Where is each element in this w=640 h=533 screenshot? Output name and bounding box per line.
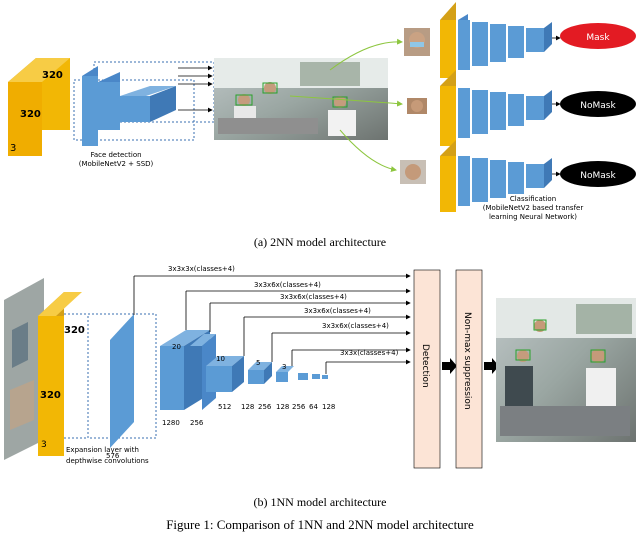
face-detection-subtitle: (MobileNetV2 + SSD) [79, 160, 154, 168]
bottom-input-width-label: 320 [64, 325, 85, 336]
prediction-conv-labels: 3x3x3x(classes+4) 3x3x6x(classes+4) 3x3x… [168, 265, 399, 357]
panel-b: 320 320 3 576 Expansion layer with depth… [4, 265, 636, 509]
input-width-label: 320 [42, 70, 63, 81]
crop-arrows [289, 38, 403, 172]
svg-text:3x3x6x(classes+4): 3x3x6x(classes+4) [322, 322, 389, 330]
svg-text:3x3x6x(classes+4): 3x3x6x(classes+4) [304, 307, 371, 315]
output-nomask-1-label: NoMask [580, 101, 616, 111]
face-crops [400, 28, 430, 184]
arrow-detection-to-nms [442, 358, 457, 374]
classification-label: Classification (MobileNetV2 based transf… [483, 195, 584, 221]
feature-size-10: 10 [216, 355, 225, 363]
ssd-feature-maps: 20 10 5 3 [160, 330, 328, 410]
detection-label: Detection [420, 344, 430, 388]
output-photo [496, 298, 636, 442]
svg-text:256: 256 [190, 419, 204, 427]
figure-caption: Figure 1: Comparison of 1NN and 2NN mode… [166, 517, 474, 532]
face-detection-network: Face detection (MobileNetV2 + SSD) [73, 61, 215, 168]
feature-size-5: 5 [256, 359, 260, 367]
prediction-branches [133, 273, 411, 374]
svg-text:3x3x3x(classes+4): 3x3x3x(classes+4) [168, 265, 235, 273]
svg-text:1280: 1280 [162, 419, 180, 427]
nms-box: Non-max suppression [455, 269, 483, 469]
arrow-nms-to-output [484, 358, 499, 374]
svg-text:(MobileNetV2 based transfer: (MobileNetV2 based transfer [483, 204, 584, 212]
output-labels: Mask NoMask NoMask [560, 23, 636, 187]
svg-text:64: 64 [309, 403, 318, 411]
input-height-label: 320 [20, 109, 41, 120]
classifier-network-2 [440, 70, 561, 146]
classifier-network-1 [440, 2, 561, 78]
panel-a: 320 320 3 Face detection (MobileNetV2 + … [8, 2, 636, 249]
caption-b: (b) 1NN model architecture [254, 495, 387, 509]
input-channel-label: 3 [10, 143, 16, 154]
channel-labels: 1280 256 512 128 256 128 256 64 128 [162, 403, 335, 427]
svg-text:Classification: Classification [510, 195, 556, 203]
output-nomask-2-label: NoMask [580, 171, 616, 181]
feature-size-3: 3 [282, 363, 286, 371]
detection-arrows [178, 65, 213, 113]
feature-size-20: 20 [172, 343, 181, 351]
output-nomask-2 [560, 161, 636, 187]
output-mask-label: Mask [586, 33, 610, 43]
svg-text:3x3x(classes+4): 3x3x(classes+4) [340, 349, 399, 357]
caption-a: (a) 2NN model architecture [254, 235, 386, 249]
bottom-input-channel-label: 3 [41, 440, 47, 450]
input-photo-stack [4, 278, 44, 460]
input-block-bottom: 320 320 3 [38, 292, 85, 456]
svg-text:learning Neural Network): learning Neural Network) [489, 213, 577, 221]
svg-text:256: 256 [258, 403, 272, 411]
svg-text:128: 128 [241, 403, 254, 411]
nms-label: Non-max suppression [462, 312, 472, 410]
expansion-depth-label: 576 [106, 452, 120, 460]
output-mask [560, 23, 636, 49]
svg-text:512: 512 [218, 403, 231, 411]
output-nomask-1 [560, 91, 636, 117]
svg-text:128: 128 [276, 403, 289, 411]
classifier-network-3 [440, 140, 561, 212]
svg-text:3x3x6x(classes+4): 3x3x6x(classes+4) [280, 293, 347, 301]
face-detection-title: Face detection [90, 151, 141, 159]
expansion-label-line1: Expansion layer with [66, 446, 139, 454]
svg-text:3x3x6x(classes+4): 3x3x6x(classes+4) [254, 281, 321, 289]
svg-text:128: 128 [322, 403, 335, 411]
svg-text:256: 256 [292, 403, 306, 411]
input-block-top: 320 320 3 [8, 58, 70, 156]
expansion-layer: 576 Expansion layer with depthwise convo… [64, 313, 157, 465]
detection-box: Detection [413, 269, 441, 469]
bottom-input-height-label: 320 [40, 390, 61, 401]
expansion-label-line2: depthwise convolutions [66, 457, 149, 465]
detection-photo [214, 58, 388, 140]
